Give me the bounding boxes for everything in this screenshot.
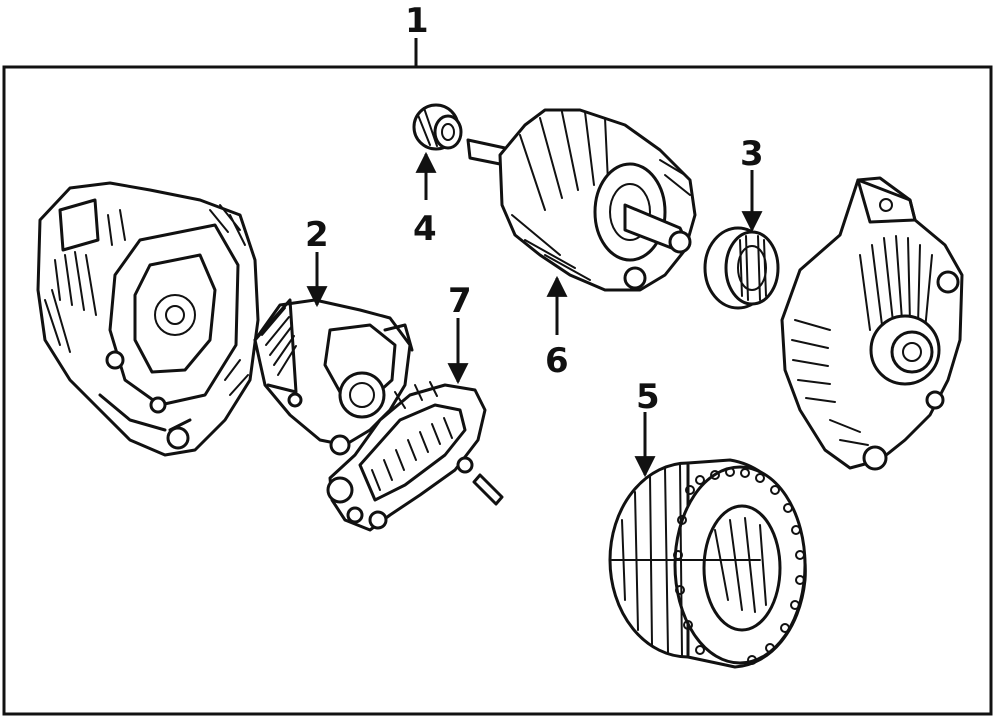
callout-2: 2 — [305, 215, 329, 255]
rectifier-part — [326, 381, 504, 532]
rotor-part — [466, 108, 697, 292]
callout-3: 3 — [740, 134, 764, 174]
front-housing-part — [780, 176, 964, 471]
callout-7: 7 — [448, 281, 472, 321]
callout-5: 5 — [636, 377, 660, 417]
callout-1: 1 — [405, 1, 429, 41]
bushing-part — [412, 103, 463, 151]
rear-housing-part — [36, 181, 260, 457]
callout-6: 6 — [545, 341, 569, 381]
callout-4: 4 — [413, 209, 437, 249]
regulator-part — [253, 298, 414, 456]
diagram-frame — [2, 65, 993, 716]
bearing-part — [703, 226, 780, 310]
stator-part — [608, 458, 807, 669]
